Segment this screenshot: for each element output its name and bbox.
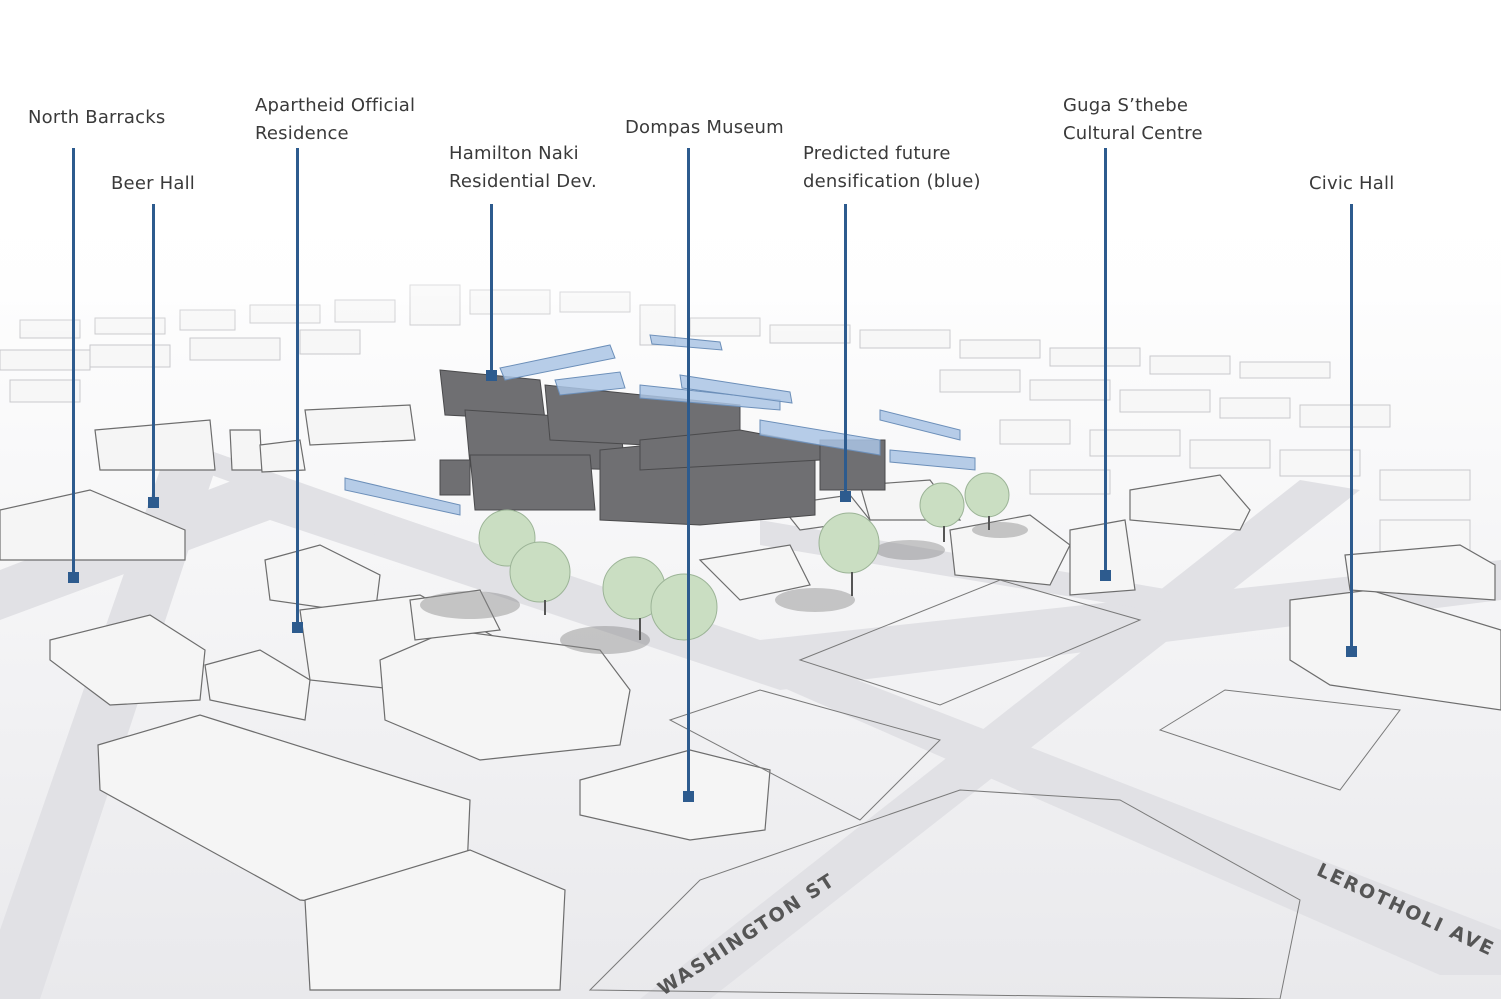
leader-hamilton-naki (490, 204, 493, 376)
leader-north-barracks (72, 148, 75, 576)
marker-hamilton-naki (486, 370, 497, 381)
label-beer-hall: Beer Hall (111, 173, 195, 194)
tree-shadows (420, 522, 1028, 654)
leader-dompas-museum (687, 148, 690, 796)
roads (0, 440, 1501, 999)
marker-dompas-museum (683, 791, 694, 802)
label-hamilton-naki: Hamilton Naki Residential Dev. (449, 143, 597, 192)
label-apartheid-residence: Apartheid Official Residence (255, 95, 416, 144)
label-north-barracks: North Barracks (28, 107, 166, 128)
marker-north-barracks (68, 572, 79, 583)
label-civic-hall: Civic Hall (1309, 173, 1395, 194)
leader-apartheid-residence (296, 148, 299, 626)
leader-civic-hall (1350, 204, 1353, 652)
marker-guga-sthebe (1100, 570, 1111, 581)
label-guga-sthebe: Guga S’thebe Cultural Centre (1063, 95, 1203, 144)
lot-outlines (588, 579, 1401, 999)
marker-civic-hall (1346, 646, 1357, 657)
leader-beer-hall (152, 204, 155, 500)
densification-blocks (344, 334, 976, 516)
leader-guga-sthebe (1104, 148, 1107, 574)
white-buildings (0, 404, 1501, 991)
trees (478, 472, 1010, 641)
label-dompas-museum: Dompas Museum (625, 117, 784, 138)
marker-beer-hall (148, 497, 159, 508)
marker-apartheid-residence (292, 622, 303, 633)
label-future-densification: Predicted future densification (blue) (803, 143, 981, 192)
leader-future-densification (844, 204, 847, 496)
horizon-fade (0, 200, 1501, 340)
tree-trunks (544, 516, 990, 662)
marker-future-densification (840, 491, 851, 502)
